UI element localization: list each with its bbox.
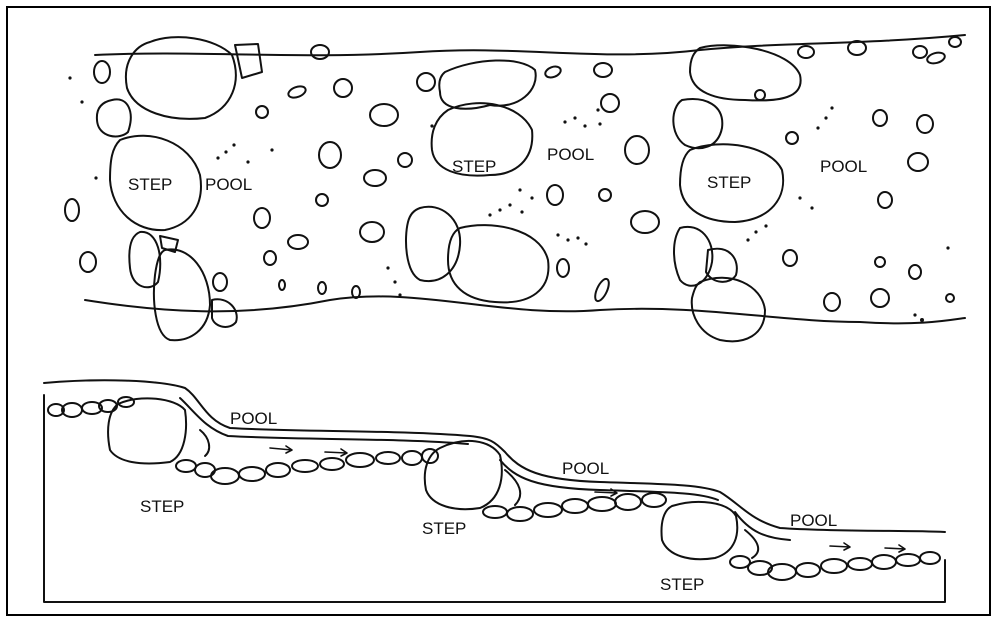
plan-sand-dots [68,76,949,322]
plan-pool-3-label: POOL [820,157,867,176]
plan-step-2-label: STEP [452,157,496,176]
plan-bottom-bank [85,296,965,323]
plan-pool-1-label: POOL [205,175,252,194]
profile-pool-2-label: POOL [562,459,609,478]
profile-step-2-label: STEP [422,519,466,538]
profile-view [44,380,945,602]
plan-step-1-label: STEP [128,175,172,194]
profile-pool-3-label: POOL [790,511,837,530]
plan-step-3-label: STEP [707,173,751,192]
plan-pool-2-label: POOL [547,145,594,164]
plan-top-bank [95,35,965,55]
profile-pool-1-label: POOL [230,409,277,428]
plan-labels: STEP POOL STEP POOL STEP POOL [128,145,867,194]
plan-step-3-boulders [673,45,800,341]
profile-step-1-label: STEP [140,497,184,516]
water-surface-inner [180,398,468,444]
profile-step-3-label: STEP [660,575,704,594]
plan-view [65,35,965,341]
profile-step-2 [425,441,666,521]
plan-step-2-boulders [406,60,548,302]
